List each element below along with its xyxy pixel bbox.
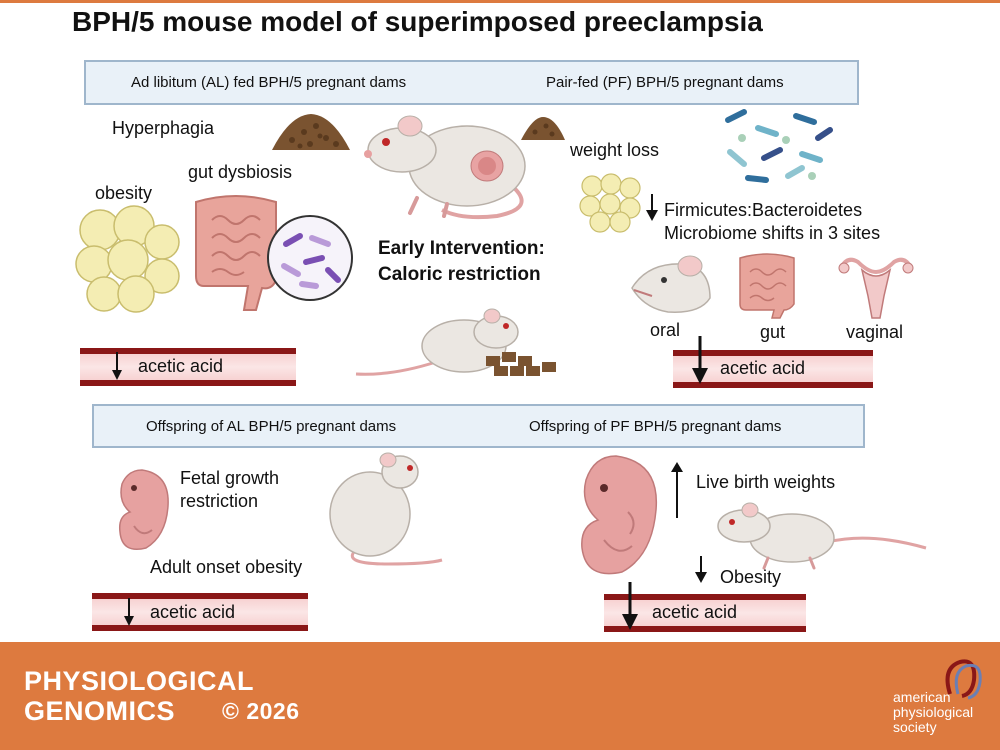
- walking-mouse-icon: [717, 502, 927, 570]
- up-arrow-icon: [671, 462, 683, 518]
- figure-title: BPH/5 mouse model of superimposed preecl…: [72, 6, 763, 37]
- offspring-obesity-label: Obesity: [720, 567, 782, 587]
- mouse-head-icon: [631, 255, 711, 313]
- oral-label: oral: [650, 320, 681, 340]
- intestine-icon: [195, 195, 277, 311]
- adult-onset-obesity-label: Adult onset obesity: [150, 557, 303, 577]
- down-arrow-icon: [112, 352, 122, 380]
- al-offspring-header: Offspring of AL BPH/5 pregnant dams: [146, 418, 397, 435]
- journal-footer: [0, 642, 1000, 750]
- top-rule: [0, 0, 1000, 3]
- firmicutes-label: Firmicutes:Bacteroidetes: [664, 200, 863, 220]
- bacteria-icon: [725, 109, 833, 183]
- down-arrow-icon: [124, 598, 134, 626]
- weight-loss-label: weight loss: [570, 140, 660, 160]
- small-embryo-icon: [118, 469, 169, 550]
- intervention-subtitle: Caloric restriction: [378, 264, 541, 285]
- society-name-line2: physiological: [893, 704, 974, 720]
- hyperphagia-label: Hyperphagia: [112, 118, 215, 138]
- offspring-header-box: [92, 404, 865, 448]
- pregnant-mouse-icon: [364, 115, 526, 220]
- fgr-label-line1: Fetal growth: [180, 468, 280, 488]
- fgr-label-line2: restriction: [180, 491, 259, 511]
- dysbiosis-bacteria-icon: [267, 215, 353, 301]
- journal-name-line2: GENOMICS: [24, 696, 176, 726]
- pf-acetic-label: acetic acid: [720, 358, 806, 378]
- eating-mouse-icon: [355, 308, 556, 376]
- al-acetic-label: acetic acid: [138, 356, 224, 376]
- down-arrow-icon: [646, 194, 658, 221]
- small-fat-cells-icon: [579, 173, 641, 233]
- down-arrow-icon: [695, 556, 707, 583]
- food-pellets-icon: [272, 114, 350, 150]
- large-embryo-icon: [581, 455, 658, 575]
- al-dams-header: Ad libitum (AL) fed BPH/5 pregnant dams: [131, 74, 407, 91]
- gut-dysbiosis-label: gut dysbiosis: [188, 162, 293, 182]
- small-intestine-icon: [739, 253, 795, 319]
- adult-mouse-icon: [329, 452, 443, 566]
- fat-cells-icon: [75, 205, 180, 313]
- copyright-label: © 2026: [222, 698, 300, 724]
- intervention-title: Early Intervention:: [378, 238, 545, 259]
- society-logo-icon: [945, 659, 982, 700]
- pf-acetic-vessel: [673, 350, 873, 388]
- microbiome-shifts-label: Microbiome shifts in 3 sites: [664, 223, 881, 243]
- dams-header-box: [84, 60, 859, 105]
- pf-offspring-acetic-label: acetic acid: [652, 602, 738, 622]
- large-down-arrow-icon: [622, 582, 638, 630]
- journal-name-line1: PHYSIOLOGICAL: [24, 666, 255, 696]
- society-name-line3: society: [893, 719, 937, 735]
- live-birth-weights-label: Live birth weights: [696, 472, 836, 492]
- pf-dams-header: Pair-fed (PF) BPH/5 pregnant dams: [546, 74, 784, 91]
- obesity-label: obesity: [95, 183, 153, 203]
- pf-offspring-header: Offspring of PF BPH/5 pregnant dams: [529, 418, 782, 435]
- vaginal-label: vaginal: [846, 322, 904, 342]
- al-offspring-acetic-label: acetic acid: [150, 602, 236, 622]
- large-down-arrow-icon: [692, 336, 708, 384]
- uterus-icon: [838, 257, 914, 319]
- gut-label: gut: [760, 322, 786, 342]
- pf-offspring-acetic-vessel: [604, 594, 806, 632]
- society-name-line1: american: [893, 689, 951, 705]
- small-food-pellets-icon: [521, 117, 565, 140]
